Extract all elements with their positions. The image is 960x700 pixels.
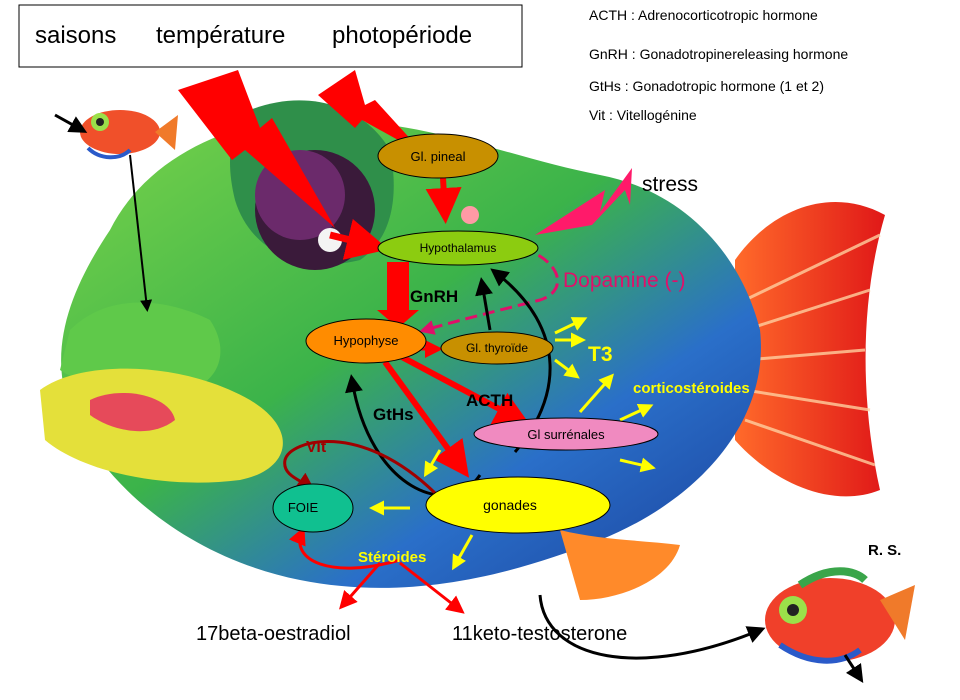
arrow-to-rs-fish [538,594,766,660]
arrow-from-rs-fish [843,654,864,684]
label-dopamine: Dopamine (-) [563,269,686,292]
lightning-bolt-icon [178,70,335,228]
label-gnrh: GnRH [410,287,458,306]
node-thyroide-label: Gl. thyroïde [466,341,528,355]
node-thyroide: Gl. thyroïde [440,331,554,365]
legend-gths: GtHs : Gonadotropic hormone (1 et 2) [589,78,824,94]
arrow-to-mouth [129,154,153,312]
arrow-gnrh [377,262,419,328]
legend-acth: ACTH : Adrenocorticotropic hormone [589,7,818,23]
label-rs: R. S. [868,542,901,559]
node-gonades-label: gonades [483,497,537,513]
arrow-to-oestradiol [339,562,382,610]
arrow-thyroide-to-hypothalamus [475,277,493,331]
node-hypophyse-label: Hypophyse [333,333,398,348]
yellow-arrows [369,317,656,571]
arrow-gths [382,360,470,478]
label-stress: stress [642,173,698,196]
node-pineal-label: Gl. pineal [411,149,466,164]
node-hypothalamus: Hypothalamus [377,230,539,266]
arrow-acth [398,353,531,426]
dopamine-inhibition-arrow [419,246,559,335]
label-t3: T3 [588,343,613,366]
legend-vit: Vit : Vitellogénine [589,107,697,123]
factor-temperature: température [156,22,285,49]
factor-photoperiode: photopériode [332,22,472,49]
node-pineal: Gl. pineal [377,133,499,179]
label-steroides: Stéroides [358,549,426,566]
node-foie: FOIE [272,483,354,533]
label-corticosteroides: corticostéroides [633,380,750,397]
node-gonades: gonades [425,476,611,534]
small-fish-rs-icon [765,567,915,664]
label-testosterone: 11keto-testosterone [452,623,627,645]
small-fish-icon [80,110,178,160]
arrow-vitellogenin [283,439,437,495]
stress-lightning-icon [535,168,632,235]
legend: ACTH : Adrenocorticotropic hormone GnRH … [589,7,848,123]
node-surrenales: Gl surrénales [473,417,659,451]
environmental-factors-box [18,4,523,68]
lightning-bolt-icon [318,70,425,155]
factor-saisons: saisons [35,22,116,49]
legend-gnrh: GnRH : Gonadotropinereleasing hormone [589,46,848,62]
node-surrenales-label: Gl surrénales [527,427,605,442]
label-gths: GtHs [373,405,414,424]
node-hypothalamus-label: Hypothalamus [420,241,497,255]
arrow-to-small-fish [54,113,88,133]
node-foie-label: FOIE [288,500,319,515]
arrow-to-testosterone [399,561,465,614]
node-hypophyse: Hypophyse [305,318,427,364]
arrow-pineal-to-hypothalamus [425,177,462,224]
label-acth: ACTH [466,391,513,410]
label-vit: Vit [306,439,327,456]
arrow-light-to-hypothalamus [329,218,389,260]
label-oestradiol: 17beta-oestradiol [196,623,351,645]
